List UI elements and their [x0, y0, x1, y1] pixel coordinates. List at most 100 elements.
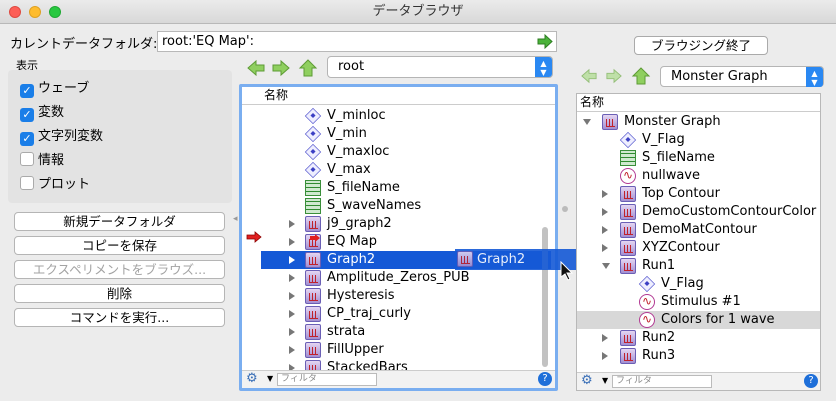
zoom-button[interactable]: [49, 6, 61, 18]
splitter-handle-right[interactable]: [562, 206, 568, 212]
filter-bar: ⚙ ▼ フィルタ ?: [242, 370, 555, 388]
tree-item[interactable]: FillUpper: [289, 341, 384, 359]
close-button[interactable]: [9, 6, 21, 18]
checkmark-icon: ✓: [20, 84, 34, 98]
filter-input[interactable]: フィルタ: [277, 373, 377, 386]
left-browser-tree[interactable]: 名称 V_minloc V_min V_maxloc V_max S_fileN…: [239, 84, 558, 391]
browse-experiment-button[interactable]: エクスペリメントをブラウズ...: [14, 260, 225, 279]
gear-icon[interactable]: ⚙: [581, 373, 593, 388]
chevron-down-icon[interactable]: ▼: [267, 374, 274, 383]
disclosure-triangle-icon[interactable]: [289, 238, 295, 246]
disclosure-triangle-icon[interactable]: [289, 220, 295, 228]
help-icon[interactable]: ?: [538, 372, 552, 386]
tree-item[interactable]: V_Flag: [619, 131, 685, 149]
tree-item[interactable]: Top Contour: [602, 185, 720, 203]
disclosure-triangle-icon[interactable]: [602, 244, 608, 252]
data-folder-icon: [305, 252, 321, 268]
disclosure-triangle-icon[interactable]: [602, 190, 608, 198]
folder-select-left[interactable]: root▲▼: [327, 56, 553, 78]
tree-item[interactable]: DemoCustomContourColor: [602, 203, 816, 221]
disclosure-triangle-icon[interactable]: [289, 328, 295, 336]
scrollbar-thumb[interactable]: [542, 227, 548, 367]
up-arrow-icon[interactable]: [631, 66, 651, 86]
gear-icon[interactable]: ⚙: [246, 371, 258, 386]
disclosure-triangle-icon[interactable]: [289, 310, 295, 318]
tree-item-highlighted[interactable]: Colors for 1 wave: [577, 310, 820, 329]
column-header-name[interactable]: 名称: [242, 87, 555, 105]
tree-item[interactable]: EQ Map: [289, 233, 377, 251]
tree-item[interactable]: Run3: [602, 347, 675, 365]
tree-item[interactable]: V_minloc: [304, 107, 386, 125]
checkbox-info[interactable]: 情報: [20, 152, 64, 170]
filter-input[interactable]: フィルタ: [612, 375, 712, 388]
tree-item[interactable]: Run1: [602, 257, 675, 275]
tree-item[interactable]: CP_traj_curly: [289, 305, 411, 323]
disclosure-triangle-icon[interactable]: [289, 292, 295, 300]
tree-item[interactable]: strata: [289, 323, 365, 341]
tree-item[interactable]: Hysteresis: [289, 287, 395, 305]
tree-item[interactable]: V_max: [304, 161, 371, 179]
go-arrow-icon[interactable]: [536, 33, 553, 50]
tree-item[interactable]: V_Flag: [638, 275, 704, 293]
disclosure-triangle-icon[interactable]: [602, 263, 610, 269]
data-folder-icon: [305, 270, 321, 286]
new-data-folder-button[interactable]: 新規データフォルダ: [14, 212, 225, 231]
right-browser-tree[interactable]: 名称 Monster Graph V_Flag S_fileName nullw…: [576, 93, 821, 391]
disclosure-triangle-icon[interactable]: [602, 226, 608, 234]
disclosure-triangle-icon[interactable]: [602, 352, 608, 360]
forward-arrow-icon[interactable]: [271, 59, 291, 77]
disclosure-triangle-icon[interactable]: [289, 274, 295, 282]
disclosure-triangle-icon[interactable]: [289, 346, 295, 354]
checkbox-string-variables[interactable]: ✓文字列変数: [20, 128, 103, 146]
tree-item[interactable]: j9_graph2: [289, 215, 392, 233]
title-bar: データブラウザ: [0, 0, 836, 24]
delete-button[interactable]: 削除: [14, 284, 225, 303]
execute-command-button[interactable]: コマンドを実行...: [14, 308, 225, 327]
checkbox-variables[interactable]: ✓変数: [20, 104, 64, 122]
back-arrow-icon[interactable]: [579, 68, 599, 84]
forward-arrow-icon[interactable]: [604, 68, 624, 84]
tree-item[interactable]: V_min: [304, 125, 367, 143]
up-arrow-icon[interactable]: [298, 58, 318, 78]
current-folder-field[interactable]: root:'EQ Map':: [157, 31, 557, 52]
tree-item[interactable]: Monster Graph: [583, 113, 721, 131]
tree-item[interactable]: S_fileName: [620, 149, 715, 167]
minimize-button[interactable]: [29, 6, 41, 18]
folder-select-right[interactable]: Monster Graph▲▼: [660, 66, 824, 87]
end-browsing-button[interactable]: ブラウジング終了: [634, 36, 768, 55]
checkbox-waves[interactable]: ✓ウェーブ: [20, 80, 89, 98]
help-icon[interactable]: ?: [804, 374, 818, 388]
data-folder-icon: [620, 186, 636, 202]
wave-icon: [639, 292, 655, 310]
tree-item[interactable]: Run2: [602, 329, 675, 347]
disclosure-triangle-icon[interactable]: [289, 256, 295, 264]
display-options-panel: ✓ウェーブ ✓変数 ✓文字列変数 情報 プロット: [8, 70, 232, 203]
drop-target-arrow-icon: [310, 234, 320, 242]
tree-item[interactable]: S_waveNames: [305, 197, 421, 215]
column-header-name[interactable]: 名称: [577, 94, 820, 112]
drop-target-arrow-icon: [246, 231, 262, 243]
disclosure-triangle-icon[interactable]: [289, 364, 295, 372]
disclosure-triangle-icon[interactable]: [583, 119, 591, 125]
tree-item[interactable]: XYZContour: [602, 239, 720, 257]
back-arrow-icon[interactable]: [246, 59, 266, 77]
disclosure-triangle-icon[interactable]: [602, 334, 608, 342]
tree-item[interactable]: S_fileName: [305, 179, 400, 197]
tree-item[interactable]: Stimulus #1: [639, 292, 741, 311]
string-variable-icon: [620, 150, 636, 166]
chevron-updown-icon: ▲▼: [806, 67, 823, 87]
display-section-label: 表示: [16, 59, 38, 72]
save-copy-button[interactable]: コピーを保存: [14, 236, 225, 255]
tree-item[interactable]: V_maxloc: [304, 143, 389, 161]
tree-item[interactable]: DemoMatContour: [602, 221, 757, 239]
string-variable-icon: [305, 180, 321, 196]
current-folder-label: カレントデータフォルダ:: [10, 37, 158, 52]
tree-item[interactable]: Amplitude_Zeros_PUB: [289, 269, 470, 287]
splitter-handle[interactable]: ◂: [233, 214, 238, 224]
disclosure-triangle-icon[interactable]: [602, 208, 608, 216]
chevron-down-icon[interactable]: ▼: [602, 376, 609, 385]
data-folder-icon: [620, 258, 636, 274]
tree-item[interactable]: nullwave: [620, 166, 700, 185]
checkbox-plot[interactable]: プロット: [20, 176, 90, 194]
